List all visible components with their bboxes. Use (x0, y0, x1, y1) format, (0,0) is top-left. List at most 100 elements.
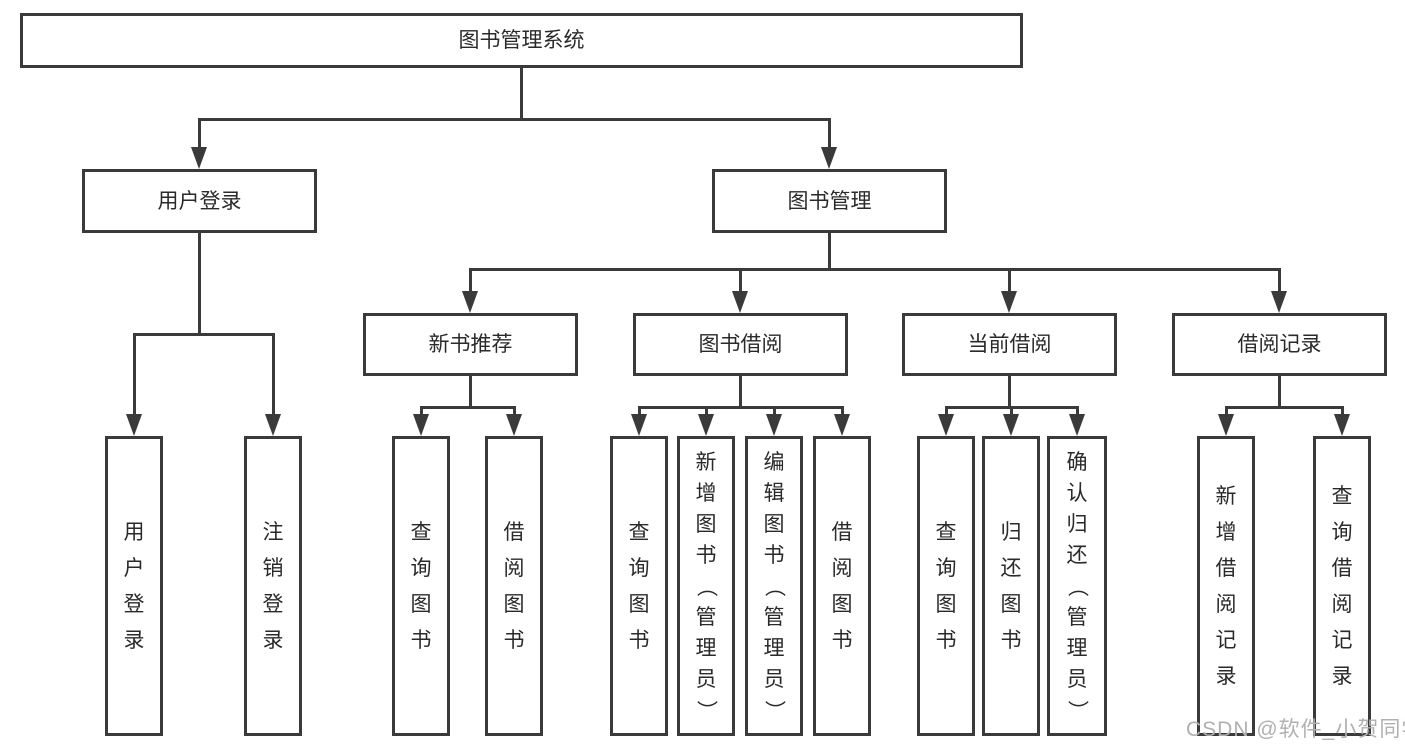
node-user-login: 用户登录 (82, 169, 317, 233)
node-label-char: 图 (1000, 592, 1022, 616)
connector-line (198, 231, 201, 335)
connector-line (638, 406, 844, 409)
node-label-char: 新 (1215, 484, 1237, 508)
node-add-books-admin: 新增图书（管理员） (677, 436, 735, 736)
node-label-char: 管 (763, 605, 785, 629)
connector-line (945, 406, 948, 418)
node-label-char: 增 (695, 481, 717, 505)
node-book-borrowing: 图书借阅 (633, 313, 848, 376)
node-label-char: 查 (410, 520, 432, 544)
node-label-char: 书 (1000, 628, 1022, 652)
node-label-char: 询 (410, 556, 432, 580)
connector-line (133, 333, 275, 336)
node-confirm-return-admin: 确认归还（管理员） (1047, 436, 1107, 736)
node-label-char: 注 (262, 520, 284, 544)
node-return-books: 归还图书 (982, 436, 1040, 736)
connector-line (1008, 374, 1011, 408)
node-label-char: 归 (1066, 512, 1088, 536)
connector-line (828, 231, 831, 270)
node-current-borrowing: 当前借阅 (902, 313, 1117, 376)
connector-line (1076, 406, 1079, 418)
node-label-char: 管 (695, 605, 717, 629)
node-label-char: 查 (628, 520, 650, 544)
node-label: 图书借阅 (698, 333, 783, 356)
arrow-head (1003, 414, 1019, 436)
node-label-char: 书 (831, 628, 853, 652)
connector-line (773, 406, 776, 418)
node-label-char: 图 (503, 592, 525, 616)
node-label-char: 书 (628, 628, 650, 652)
node-edit-books-admin: 编辑图书（管理员） (745, 436, 803, 736)
connector-line (513, 406, 516, 418)
node-label-char: 查 (935, 520, 957, 544)
arrow-head (631, 414, 647, 436)
connector-line (739, 374, 742, 408)
csdn-watermark: CSDN @软件_小贺同学 (1186, 718, 1405, 741)
node-label-char: 阅 (831, 556, 853, 580)
node-label-char: 书 (410, 628, 432, 652)
arrow-head (1271, 291, 1287, 313)
node-label-char: 阅 (1331, 592, 1353, 616)
node-label-char: 阅 (1215, 592, 1237, 616)
node-label-char: 借 (1215, 556, 1237, 580)
node-label-char: 员 (695, 667, 717, 691)
node-label-char: 记 (1331, 628, 1353, 652)
connector-line (272, 333, 275, 416)
arrow-head (821, 147, 837, 169)
node-label-char: 记 (1215, 628, 1237, 652)
node-label-char: （ (762, 575, 786, 597)
node-label-char: 书 (503, 628, 525, 652)
node-label-char: ） (694, 699, 718, 721)
node-label-char: 图 (935, 592, 957, 616)
node-label-char: 认 (1066, 481, 1088, 505)
node-label: 新书推荐 (428, 333, 513, 356)
node-label-char: ） (762, 699, 786, 721)
node-label-char: 还 (1000, 556, 1022, 580)
node-label: 借阅记录 (1237, 333, 1322, 356)
node-label: 图书管理 (787, 189, 872, 213)
node-new-book-recommendation: 新书推荐 (363, 313, 578, 376)
node-label-char: （ (694, 575, 718, 597)
node-label-char: （ (1065, 575, 1089, 597)
node-label-char: 销 (262, 556, 284, 580)
node-label-char: 录 (262, 628, 284, 652)
node-label-char: 图 (763, 512, 785, 536)
connector-line (520, 66, 523, 120)
node-label-char: 员 (763, 667, 785, 691)
node-label-char: 阅 (503, 556, 525, 580)
node-label-char: ） (1065, 699, 1089, 721)
node-label-char: 借 (503, 520, 525, 544)
arrow-head (265, 414, 281, 436)
connector-line (198, 118, 201, 151)
node-label-char: 增 (1215, 520, 1237, 544)
node-label-char: 还 (1066, 543, 1088, 567)
node-label-char: 图 (695, 512, 717, 536)
connector-line (469, 268, 472, 293)
connector-line (1008, 268, 1011, 293)
connector-line (1225, 406, 1228, 418)
node-label-char: 用 (123, 520, 145, 544)
node-label: 当前借阅 (967, 333, 1052, 356)
node-label: 图书管理系统 (458, 29, 585, 52)
connector-line (1278, 374, 1281, 408)
arrow-head (126, 414, 142, 436)
node-label-char: 登 (262, 592, 284, 616)
connector-line (420, 406, 423, 418)
node-label-char: 书 (935, 628, 957, 652)
node-label-char: 管 (1066, 605, 1088, 629)
node-label-char: 理 (1066, 636, 1088, 660)
arrow-head (766, 414, 782, 436)
node-label-char: 图 (628, 592, 650, 616)
node-label-char: 书 (695, 543, 717, 567)
node-borrow-books-recommend: 借阅图书 (485, 436, 543, 736)
connector-line (1341, 406, 1344, 418)
node-query-books-borrow: 查询图书 (610, 436, 668, 736)
connector-line (1225, 406, 1344, 409)
connector-line (198, 118, 831, 121)
connector-line (705, 406, 708, 418)
node-query-borrow-record: 查询借阅记录 (1313, 436, 1371, 736)
arrow-head (938, 414, 954, 436)
connector-line (638, 406, 641, 418)
connector-line (1278, 268, 1281, 293)
